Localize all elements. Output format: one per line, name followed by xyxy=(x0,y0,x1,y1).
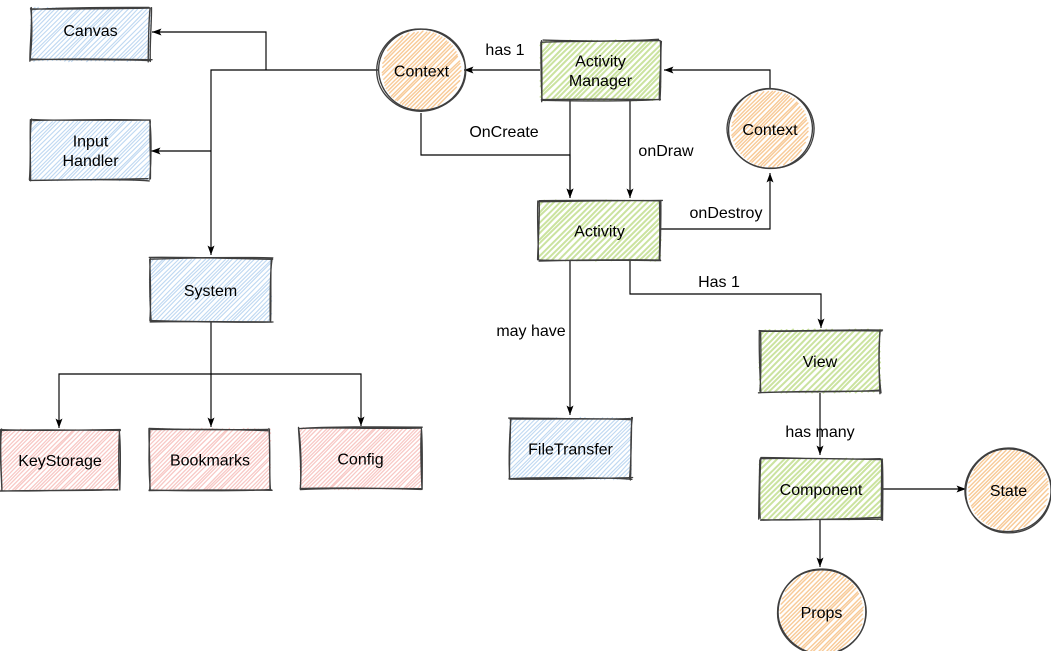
svg-text:View: View xyxy=(803,354,838,371)
svg-text:Context: Context xyxy=(742,122,798,139)
svg-text:has many: has many xyxy=(785,424,854,441)
svg-text:Config: Config xyxy=(337,451,383,468)
svg-text:System: System xyxy=(184,283,237,300)
svg-text:Activity: Activity xyxy=(575,54,626,71)
svg-text:OnCreate: OnCreate xyxy=(469,124,538,141)
svg-text:FileTransfer: FileTransfer xyxy=(528,441,613,458)
svg-text:Props: Props xyxy=(801,605,843,622)
svg-text:Handler: Handler xyxy=(62,153,119,170)
svg-text:Canvas: Canvas xyxy=(63,23,117,40)
svg-text:onDraw: onDraw xyxy=(638,143,694,160)
svg-text:Bookmarks: Bookmarks xyxy=(170,452,250,469)
svg-text:Manager: Manager xyxy=(569,73,633,90)
svg-text:Context: Context xyxy=(394,63,450,80)
svg-text:Input: Input xyxy=(73,134,109,151)
svg-text:has 1: has 1 xyxy=(485,42,524,59)
svg-text:Component: Component xyxy=(780,482,863,499)
svg-text:Has 1: Has 1 xyxy=(698,274,740,291)
svg-text:KeyStorage: KeyStorage xyxy=(18,453,102,470)
svg-text:Activity: Activity xyxy=(574,223,625,240)
svg-text:may have: may have xyxy=(496,323,565,340)
svg-text:onDestroy: onDestroy xyxy=(690,205,763,222)
svg-text:State: State xyxy=(990,483,1027,500)
